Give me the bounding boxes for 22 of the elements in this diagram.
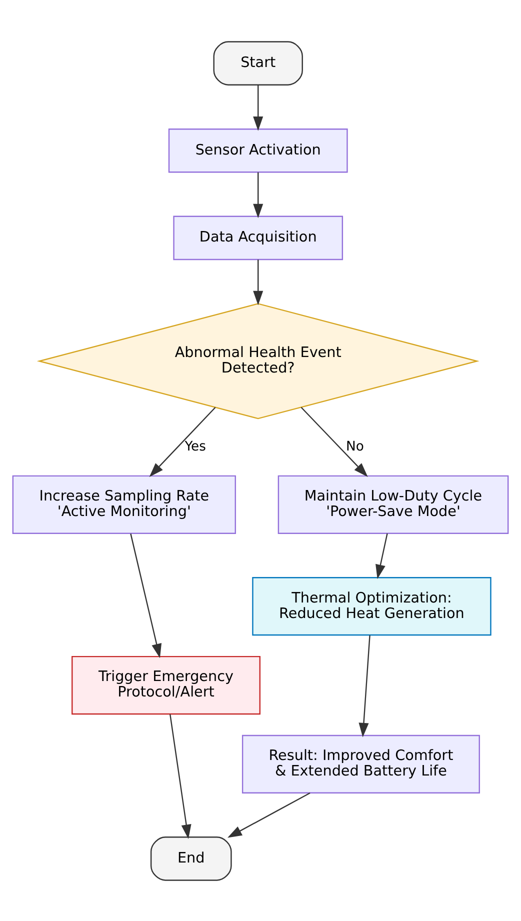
- node-diamond: Abnormal Health Event Detected?: [36, 302, 480, 419]
- arrow: [228, 792, 310, 838]
- edge-label: Yes: [184, 439, 206, 454]
- node-box: Result: Improved Comfort & Extended Battery Life: [242, 734, 480, 793]
- arrow: [253, 84, 264, 130]
- arrow: [376, 532, 388, 579]
- node-box: Data Acquisition: [173, 215, 344, 260]
- node-box: Sensor Activation: [168, 128, 348, 172]
- edge-label: No: [346, 439, 364, 454]
- arrow: [253, 259, 264, 305]
- node-box: Maintain Low-Duty Cycle 'Power-Save Mode': [278, 474, 509, 534]
- node-box: Start: [213, 40, 303, 85]
- arrow: [149, 406, 216, 476]
- arrow: [358, 634, 370, 737]
- node-box: Trigger Emergency Protocol/Alert: [72, 655, 260, 714]
- node-box: End: [150, 836, 232, 880]
- arrow: [170, 714, 192, 838]
- node-box: Thermal Optimization: Reduced Heat Generation: [252, 576, 492, 636]
- arrow: [253, 172, 264, 218]
- arrow: [300, 406, 368, 476]
- node-box: Increase Sampling Rate 'Active Monitoring': [12, 474, 236, 534]
- arrow: [130, 533, 162, 658]
